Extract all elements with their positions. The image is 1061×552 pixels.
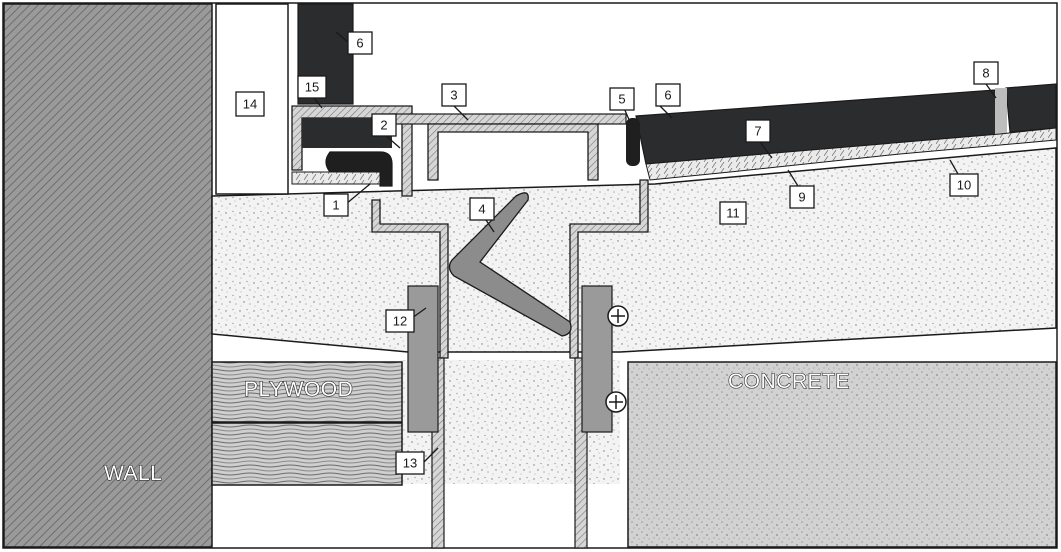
label-plywood: PLYWOOD (244, 378, 353, 401)
callout-11: 11 (719, 201, 747, 225)
svg-text:8: 8 (982, 66, 989, 81)
svg-text:7: 7 (754, 124, 761, 139)
callout-14: 14 (235, 91, 265, 117)
seal-5 (626, 118, 640, 166)
gasket-1 (325, 151, 393, 187)
check-valve-flap (448, 192, 572, 337)
drain-body (371, 199, 449, 359)
drain-body-right (569, 179, 649, 359)
callout-6a: 6 (335, 31, 373, 55)
callout-15: 15 (297, 75, 327, 109)
svg-text:2: 2 (380, 118, 387, 133)
callout-13: 13 (395, 447, 439, 475)
svg-text:12: 12 (393, 314, 407, 329)
label-concrete: CONCRETE (728, 370, 850, 393)
svg-text:14: 14 (243, 97, 257, 112)
callout-7: 7 (745, 119, 773, 159)
seam-8 (995, 88, 1007, 136)
callout-4: 4 (469, 197, 495, 233)
insulation-7 (645, 127, 1057, 181)
roof-membrane-end (1005, 83, 1057, 133)
callout-1: 1 (323, 183, 371, 217)
wall-section (3, 3, 213, 548)
callout-12: 12 (385, 307, 427, 333)
svg-text:11: 11 (726, 206, 740, 221)
callout-6b: 6 (655, 83, 681, 119)
callout-8: 8 (973, 61, 999, 99)
sleeve-right (581, 285, 613, 433)
callout-2: 2 (371, 113, 401, 149)
svg-text:9: 9 (798, 190, 805, 205)
plus-symbol-b (605, 391, 627, 413)
callout-10: 10 (949, 159, 979, 197)
strainer-3 (427, 123, 599, 181)
callout-9: 9 (787, 169, 815, 209)
svg-text:5: 5 (618, 92, 625, 107)
mortar-lower (400, 360, 620, 484)
svg-text:4: 4 (478, 202, 485, 217)
svg-text:10: 10 (957, 178, 971, 193)
label-wall: WALL (104, 462, 162, 485)
drain-flange (391, 113, 627, 125)
plywood-upper (211, 361, 403, 423)
plywood-lower (211, 422, 403, 486)
svg-text:13: 13 (403, 456, 417, 471)
svg-text:3: 3 (450, 88, 457, 103)
sleeve-left (407, 285, 439, 433)
plus-symbol-a (607, 305, 629, 327)
callout-3: 3 (441, 83, 469, 121)
svg-text:6: 6 (356, 36, 363, 51)
svg-text:6: 6 (664, 88, 671, 103)
callout-5: 5 (609, 87, 635, 123)
concrete-slab (627, 361, 1057, 548)
svg-text:15: 15 (305, 80, 319, 95)
svg-text:1: 1 (332, 198, 339, 213)
base-flashing (291, 171, 381, 185)
